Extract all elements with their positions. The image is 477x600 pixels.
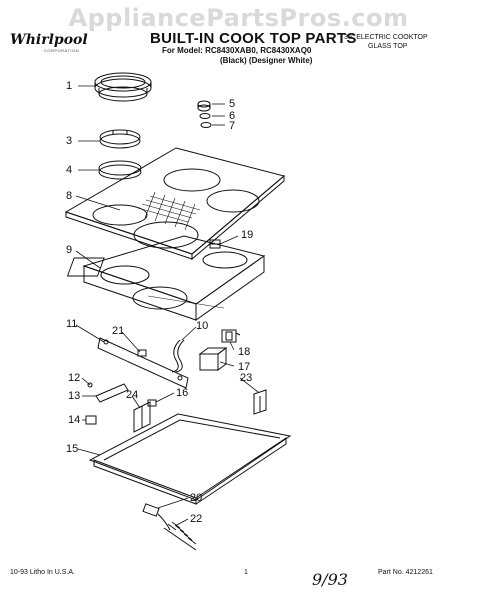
callout-18: 18 [238,346,251,358]
part-9-cooktop-frame [66,235,266,321]
page-title: BUILT-IN COOK TOP PARTS [150,30,357,47]
callout-17: 17 [238,361,251,373]
page-number: 1 [244,569,248,576]
callout-13: 13 [68,390,81,402]
callout-23: 23 [240,372,253,384]
part-10-wire-lead [171,339,185,373]
part-17-relay [198,347,228,371]
parts-5-6-7-fasteners [197,100,212,128]
callout-10: 10 [196,320,209,332]
callout-1: 1 [66,80,73,92]
handwritten-note: 9/93 [312,570,348,589]
print-info: 10-93 Litho In U.S.A. [10,569,75,576]
part-16-clip [147,399,157,407]
part-19-connector [209,239,221,249]
part-2-element-ring [99,129,141,149]
callout-24: 24 [126,389,139,401]
callout-11: 11 [66,318,78,330]
callout-22: 22 [190,513,203,525]
callout-16: 16 [176,387,189,399]
product-line-1: 30" ELECTRIC COOKTOP [344,34,428,41]
brand-logo: Whirlpool [10,32,88,48]
callout-15: 15 [66,443,79,455]
callout-14: 14 [68,414,81,426]
callout-12: 12 [68,372,81,384]
callout-19: 19 [241,229,254,241]
callout-4: 4 [66,164,73,176]
part-13-terminal-block [85,382,129,425]
callout-7: 7 [229,120,236,132]
leader-lines [75,85,259,527]
part-8-glass-top [64,147,286,261]
callout-6: 6 [229,110,236,122]
callout-21: 21 [112,325,125,337]
part-1-radiant-element [94,72,152,102]
callout-8: 8 [66,190,73,202]
product-line-2: GLASS TOP [368,43,408,50]
model-numbers: For Model: RC8430XAB0, RC8430XAQ0 [162,46,312,55]
callout-20: 20 [190,492,203,504]
part-11-control-bracket [97,337,189,389]
part-number: Part No. 4212261 [378,569,433,576]
watermark-text: AppliancePartsPros.com [68,4,409,32]
color-variants: (Black) (Designer White) [220,56,313,65]
part-20-22-power-cord [142,503,197,551]
brand-sub: CORPORATION [44,48,79,53]
part-23-bracket [253,389,267,415]
part-18-switch [221,329,241,343]
part-24-bracket [133,401,151,433]
part-4-element-trim [98,160,142,180]
callout-3: 3 [66,135,73,147]
callout-9: 9 [66,244,73,256]
callout-5: 5 [229,98,236,110]
part-15-bottom-tray [88,413,292,505]
